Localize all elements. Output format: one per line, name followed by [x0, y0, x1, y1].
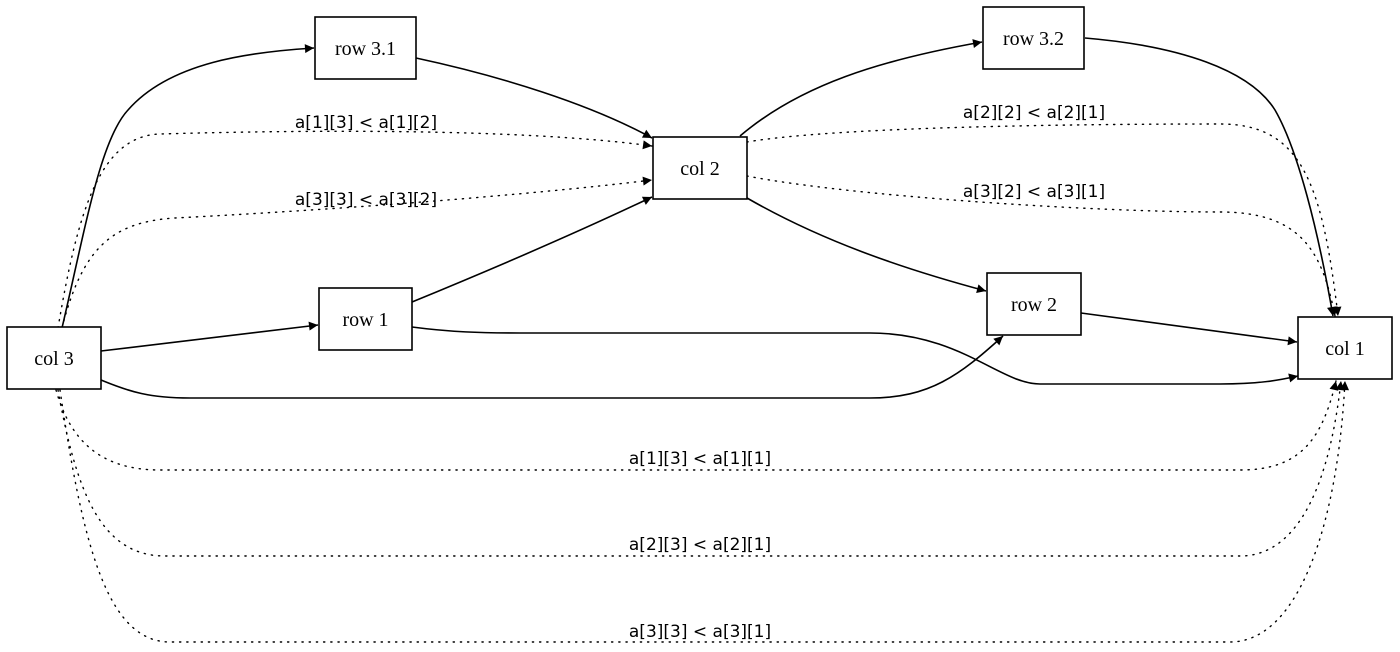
edge-col3-col1-c: [59, 380, 1350, 643]
edge-label-col3-col2-b: a[3][3] < a[3][2]: [295, 190, 437, 210]
edge-label-col2-col1-a: a[2][2] < a[2][1]: [963, 103, 1105, 123]
node-row-2[interactable]: row 2: [986, 272, 1082, 336]
edge-col3-col2-b: [61, 176, 653, 329]
node-label-row-3-1: row 3.1: [335, 38, 396, 60]
edge-row1-col1: [411, 326, 1299, 385]
node-col-3[interactable]: col 3: [6, 326, 102, 390]
node-row-1[interactable]: row 1: [318, 287, 413, 351]
edge-row2-col1: [1080, 312, 1298, 346]
node-label-col-1: col 1: [1325, 338, 1364, 360]
edge-label-col3-col1-c: a[3][3] < a[3][1]: [629, 622, 771, 642]
node-label-row-2: row 2: [1011, 294, 1057, 316]
edge-col2-row3-2: [739, 39, 983, 137]
edge-col2-col1-a: [746, 123, 1342, 317]
edge-col3-row2: [100, 335, 1004, 399]
edge-row1-col2: [411, 196, 653, 303]
edge-col2-row2: [746, 197, 987, 294]
node-col-1[interactable]: col 1: [1297, 316, 1393, 380]
edge-label-col3-col1-b: a[2][3] < a[2][1]: [629, 535, 771, 555]
edge-label-col3-col1-a: a[1][3] < a[1][1]: [629, 449, 771, 469]
node-label-col-3: col 3: [34, 348, 73, 370]
node-label-row-1: row 1: [342, 309, 388, 331]
node-col-2[interactable]: col 2: [652, 136, 748, 200]
edge-label-col2-col1-b: a[3][2] < a[3][1]: [963, 182, 1105, 202]
dotted-edges: [55, 123, 1350, 643]
edge-col3-col2-a: [57, 130, 653, 329]
node-label-col-2: col 2: [680, 158, 719, 180]
edge-col3-col1-b: [57, 380, 1345, 557]
edge-col3-row3-1: [61, 44, 315, 329]
edge-labels: a[1][3] < a[1][2] a[3][3] < a[3][2] a[2]…: [295, 103, 1105, 642]
edge-col3-col1-a: [55, 380, 1339, 471]
edge-label-col3-col2-a: a[1][3] < a[1][2]: [295, 113, 437, 133]
node-row-3-2[interactable]: row 3.2: [982, 6, 1085, 70]
node-row-3-1[interactable]: row 3.1: [314, 16, 417, 80]
node-label-row-3-2: row 3.2: [1003, 28, 1064, 50]
edge-col3-row1: [100, 321, 319, 352]
edge-row3-1-col2: [415, 57, 653, 139]
edge-row3-2-col1: [1084, 37, 1336, 317]
solid-edges: [61, 37, 1336, 399]
